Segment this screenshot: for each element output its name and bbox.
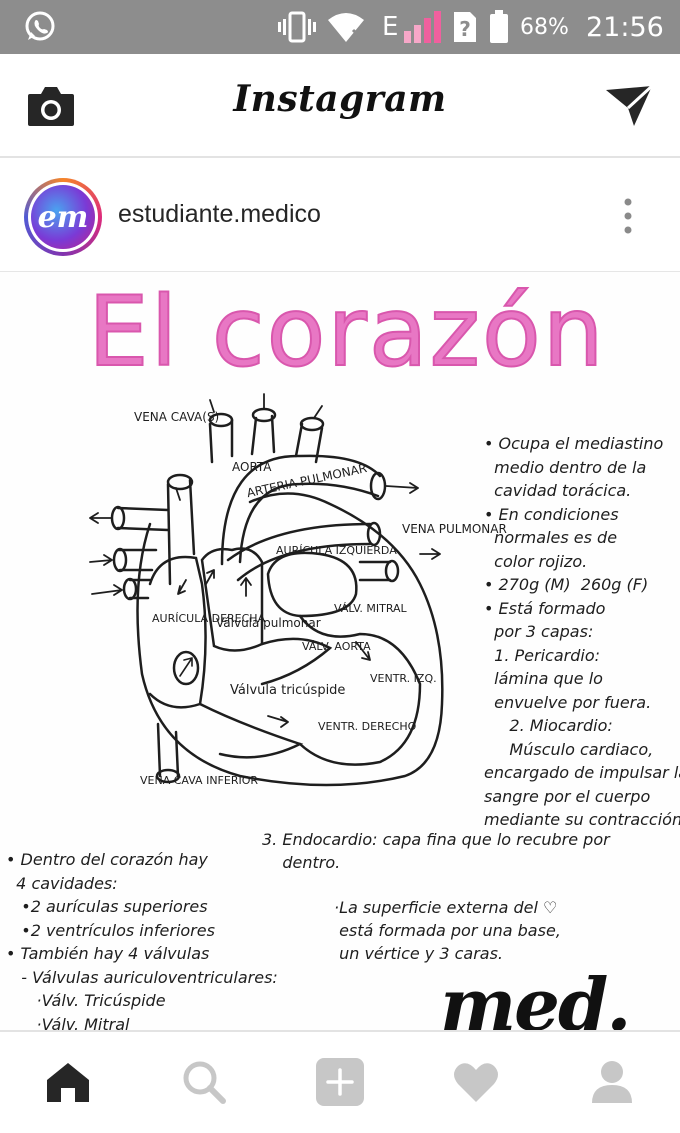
note-line: 3. Endocardio: capa fina que lo recubre … <box>262 830 610 849</box>
home-icon[interactable] <box>42 1056 94 1108</box>
label-auricula-izquierda: AURÍCULA IZQUIERDA <box>276 544 397 557</box>
note-line: •2 ventrículos inferiores <box>6 920 215 940</box>
bottom-nav <box>0 1030 680 1133</box>
avatar[interactable]: em <box>24 178 102 256</box>
label-valv-mitral: VÁLV. MITRAL <box>334 602 407 615</box>
camera-icon[interactable] <box>26 84 76 128</box>
cavities-notes: • Dentro del corazón hay 4 cavidades: •2… <box>6 848 278 1030</box>
note-line: cavidad torácica. <box>484 481 632 500</box>
sim-alert-icon: ? <box>452 0 478 54</box>
note-line: encargado de impulsar la <box>484 763 680 782</box>
note-line: lámina que lo <box>484 669 603 688</box>
note-line: color rojizo. <box>484 551 588 571</box>
note-line: 1. Pericardio: <box>484 645 600 665</box>
right-notes: • Ocupa el mediastino medio dentro de la… <box>484 432 680 832</box>
note-line: ·Válv. Mitral <box>6 1014 130 1031</box>
label-ventr-derecho: VENTR. DERECHO <box>318 720 417 733</box>
battery-percent: 68% <box>520 14 569 40</box>
wifi-icon <box>326 0 366 54</box>
note-line: un vértice y 3 caras. <box>334 944 504 963</box>
whatsapp-icon <box>22 0 58 54</box>
note-line: • Ocupa el mediastino <box>484 434 664 453</box>
note-line: 2. Miocardio: <box>484 716 613 735</box>
note-line: mediante su contracción. <box>484 810 680 829</box>
image-title: El corazón <box>87 275 606 389</box>
note-line: 4 cavidades: <box>6 873 118 893</box>
avatar-image: em <box>31 185 95 249</box>
direct-message-icon[interactable] <box>604 84 654 128</box>
app-header: Instagram <box>0 54 680 158</box>
note-line: ·Válv. Tricúspide <box>6 991 166 1010</box>
battery-icon <box>488 0 510 54</box>
label-valvula-tricuspide: Válvula tricúspide <box>230 683 346 698</box>
note-line: por 3 capas: <box>484 622 594 641</box>
label-aorta: AORTA <box>232 460 272 474</box>
activity-heart-icon[interactable] <box>450 1056 502 1108</box>
endocardio-note: 3. Endocardio: capa fina que lo recubre … <box>262 828 610 874</box>
instagram-logo: Instagram <box>233 78 447 120</box>
note-line: - Válvulas auriculoventriculares: <box>6 967 278 987</box>
profile-icon[interactable] <box>586 1056 638 1108</box>
post-header: em estudiante.medico <box>0 160 680 272</box>
note-line: ·La superficie externa del ♡ <box>334 898 558 917</box>
note-line: Músculo cardiaco, <box>484 739 654 759</box>
note-line: dentro. <box>262 853 341 872</box>
clock: 21:56 <box>586 11 664 43</box>
note-line: • 270g (M) 260g (F) <box>484 575 649 594</box>
label-vena-pulmonar: VENA PULMONAR <box>402 522 507 536</box>
note-line: • En condiciones <box>484 504 619 524</box>
heart-diagram <box>89 393 444 787</box>
note-line: • Dentro del corazón hay <box>6 850 208 869</box>
network-type: E <box>382 12 399 42</box>
note-line: normales es de <box>484 528 618 547</box>
label-valvula-pulmonar: Válvula pulmonar <box>216 616 321 630</box>
note-line: medio dentro de la <box>484 457 647 477</box>
surface-note: ·La superficie externa del ♡ está formad… <box>334 896 561 965</box>
label-valv-aorta: VÁLV. AORTA <box>302 640 371 653</box>
vibrate-icon <box>278 0 316 54</box>
note-line: sangre por el cuerpo <box>484 786 651 806</box>
post-image[interactable]: El corazón <box>0 272 680 1030</box>
status-bar: E ? 68% 21:56 <box>0 0 680 54</box>
svg-text:?: ? <box>459 17 471 41</box>
note-line: • También hay 4 válvulas <box>6 944 210 963</box>
label-vena-cava-superior: VENA CAVA(S) <box>134 410 220 424</box>
add-post-icon[interactable] <box>314 1056 366 1108</box>
post-username[interactable]: estudiante.medico <box>118 200 321 228</box>
note-line: envuelve por fuera. <box>484 692 652 712</box>
more-options-icon[interactable] <box>616 196 640 236</box>
label-ventr-izq: VENTR. IZQ. <box>370 672 437 685</box>
label-vena-cava-inferior: VENA CAVA INFERIOR <box>140 774 259 787</box>
note-line: está formada por una base, <box>334 921 561 940</box>
note-line: •2 aurículas superiores <box>6 897 208 916</box>
label-auricula-derecha: AURÍCULA DERECHA <box>152 612 266 625</box>
signal-icon <box>404 0 444 54</box>
search-icon[interactable] <box>178 1056 230 1108</box>
signature: med. <box>440 962 631 1030</box>
note-line: • Está formado <box>484 598 606 618</box>
